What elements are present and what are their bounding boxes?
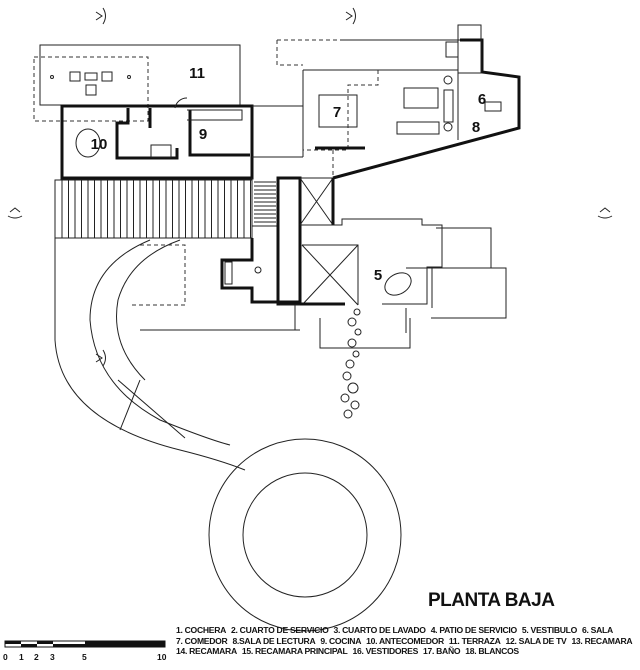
legend-item: 6. SALA	[582, 625, 613, 635]
scale-tick: 2	[34, 652, 39, 662]
room-label-11: 11	[189, 65, 205, 82]
legend-item: 7. COMEDOR	[176, 635, 228, 646]
legend-item: 1. COCHERA	[176, 625, 227, 635]
legend-item: 12. SALA DE TV	[505, 635, 567, 646]
plan-title: PLANTA BAJA	[428, 590, 555, 611]
driveway	[54, 238, 402, 632]
legend-item: 17. BAÑO	[423, 646, 461, 656]
legend-item: 9. COCINA	[320, 635, 362, 646]
legend-item: 14. RECAMARA	[176, 646, 237, 656]
central-core	[140, 176, 507, 349]
scale-tick: 0	[3, 652, 8, 662]
kitchen-block	[60, 70, 304, 180]
legend-item: 16. VESTIDORES	[352, 646, 419, 656]
room-label-7: 7	[333, 104, 341, 121]
stepping-stones	[340, 308, 362, 419]
scale-tick: 5	[82, 652, 87, 662]
scale-bar	[4, 640, 166, 648]
legend-item: 10. ANTECOMEDOR	[366, 635, 444, 646]
living-area	[276, 24, 521, 180]
scale-tick: 3	[50, 652, 55, 662]
legend-item: 15. RECAMARA PRINCIPAL	[241, 646, 348, 656]
legend-item: 5. VESTIBULO	[521, 625, 577, 635]
legend-item: 8.SALA DE LECTURA	[232, 635, 316, 646]
legend-item: 18. BLANCOS	[465, 646, 519, 656]
legend-item: 13. RECAMARA	[571, 635, 633, 646]
room-label-10: 10	[91, 136, 108, 153]
room-label-5: 5	[374, 267, 382, 284]
deck	[54, 179, 253, 239]
legend-item: 4. PATIO DE SERVICIO	[430, 625, 517, 635]
room-label-6: 6	[478, 91, 486, 108]
section-marker-icon	[7, 7, 613, 367]
scale-tick: 1	[19, 652, 24, 662]
scale-tick: 10	[157, 652, 167, 662]
room-label-8: 8	[472, 119, 480, 136]
room-legend: 1. COCHERA 2. CUARTO DE SERVICIO 3. CUARTO…	[176, 625, 638, 657]
legend-item: 2. CUARTO DE SERVICIO	[231, 625, 329, 635]
legend-item: 11. TERRAZA	[448, 635, 501, 646]
room-label-9: 9	[199, 126, 207, 143]
legend-item: 3. CUARTO DE LAVADO	[333, 625, 426, 635]
